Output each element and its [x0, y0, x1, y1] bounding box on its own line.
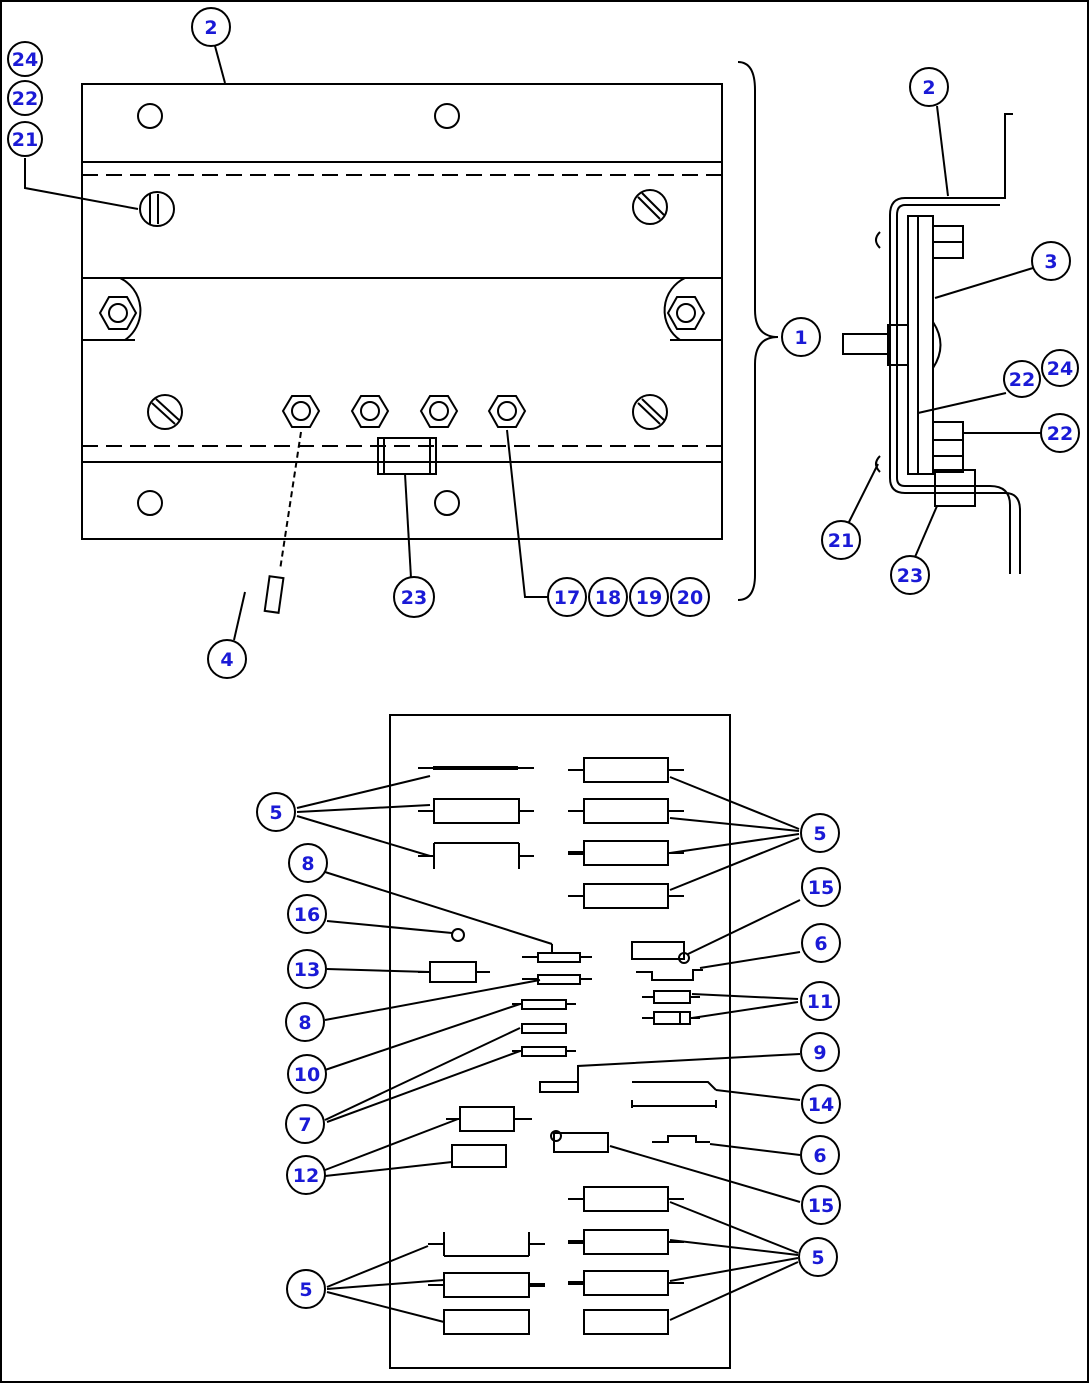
callout-side-22-upper: 22 — [1003, 360, 1041, 398]
callout-number: 5 — [811, 1247, 824, 1269]
callout-b-10: 10 — [287, 1054, 327, 1094]
callout-number: 15 — [808, 1195, 834, 1217]
callout-number: 23 — [401, 587, 427, 609]
terminal-plate-front-view — [81, 83, 723, 614]
callout-number: 4 — [220, 649, 233, 671]
callout-b-5-right-top: 5 — [800, 813, 840, 853]
callout-item-23: 23 — [393, 576, 435, 618]
callout-side-3: 3 — [1031, 241, 1071, 281]
terminal-stud-icon — [350, 395, 390, 428]
callout-b-15-bottom: 15 — [801, 1185, 841, 1225]
callout-b-5-left-top: 5 — [256, 792, 296, 832]
callout-b-9: 9 — [800, 1032, 840, 1072]
callout-b-13: 13 — [287, 949, 327, 989]
callout-number: 10 — [294, 1064, 320, 1086]
terminal-plate-side-view — [842, 113, 1021, 574]
callout-item-4: 4 — [207, 639, 247, 679]
callout-number: 14 — [808, 1094, 834, 1116]
slotted-screw-icon — [139, 191, 175, 227]
callout-number: 21 — [12, 129, 38, 151]
callout-number: 21 — [828, 530, 854, 552]
hex-nut-icon — [98, 296, 138, 330]
callout-side-22-right: 22 — [1040, 413, 1080, 453]
callout-item-20: 20 — [670, 577, 710, 617]
callout-b-11: 11 — [800, 981, 840, 1021]
callout-b-8-bottom: 8 — [285, 1002, 325, 1042]
callout-b-6-top: 6 — [801, 923, 841, 963]
callout-b-7: 7 — [285, 1104, 325, 1144]
callout-number: 5 — [813, 823, 826, 845]
callout-b-12: 12 — [286, 1155, 326, 1195]
callout-side-2: 2 — [909, 67, 949, 107]
callout-stack-22: 22 — [7, 80, 43, 116]
callout-b-16: 16 — [287, 894, 327, 934]
hex-nut-icon — [666, 296, 706, 330]
leader-lines-top — [24, 45, 779, 641]
callout-stack-21: 21 — [7, 121, 43, 157]
callout-b-5-right-bottom: 5 — [798, 1237, 838, 1277]
callout-number: 1 — [794, 327, 807, 349]
callout-number: 20 — [677, 587, 703, 609]
callout-b-15-top: 15 — [801, 867, 841, 907]
callout-number: 5 — [269, 802, 282, 824]
callout-number: 3 — [1044, 251, 1057, 273]
leader-lines-bottom — [296, 775, 801, 1323]
callout-number: 6 — [814, 933, 827, 955]
callout-number: 16 — [294, 904, 320, 926]
leader-lines-side — [848, 105, 1041, 558]
callout-number: 19 — [636, 587, 662, 609]
callout-b-8-top: 8 — [288, 843, 328, 883]
callout-number: 11 — [807, 991, 833, 1013]
callout-number: 22 — [12, 88, 38, 110]
terminal-stud-icon — [419, 395, 459, 428]
slotted-screw-icon — [632, 189, 668, 225]
callout-number: 9 — [813, 1042, 826, 1064]
callout-number: 7 — [298, 1114, 311, 1136]
callout-number: 5 — [299, 1279, 312, 1301]
callout-number: 24 — [1047, 358, 1073, 380]
callout-side-24: 24 — [1041, 349, 1079, 387]
callout-number: 23 — [897, 565, 923, 587]
callout-number: 22 — [1009, 369, 1035, 391]
callout-number: 2 — [204, 17, 217, 39]
callout-number: 6 — [813, 1145, 826, 1167]
callout-stack-24: 24 — [7, 41, 43, 77]
callout-item-18: 18 — [588, 577, 628, 617]
callout-number: 18 — [595, 587, 621, 609]
callout-number: 17 — [554, 587, 580, 609]
callout-number: 22 — [1047, 423, 1073, 445]
callout-number: 24 — [12, 49, 38, 71]
callout-number: 12 — [293, 1165, 319, 1187]
callout-b-5-left-bottom: 5 — [286, 1269, 326, 1309]
callout-item-19: 19 — [629, 577, 669, 617]
callout-b-14: 14 — [801, 1084, 841, 1124]
callout-side-23: 23 — [890, 555, 930, 595]
slotted-screw-icon — [632, 394, 668, 430]
callout-number: 8 — [298, 1012, 311, 1034]
terminal-stud-icon — [281, 395, 321, 428]
callout-number: 2 — [922, 77, 935, 99]
callout-number: 15 — [808, 877, 834, 899]
callout-number: 13 — [294, 959, 320, 981]
callout-item-17: 17 — [547, 577, 587, 617]
callout-side-21: 21 — [821, 520, 861, 560]
callout-number: 8 — [301, 853, 314, 875]
component-board — [389, 714, 731, 1369]
slotted-screw-icon — [147, 394, 183, 430]
callout-b-6-bottom: 6 — [800, 1135, 840, 1175]
terminal-stud-icon — [487, 395, 527, 428]
callout-top-left-2: 2 — [191, 7, 231, 47]
callout-item-1: 1 — [781, 317, 821, 357]
